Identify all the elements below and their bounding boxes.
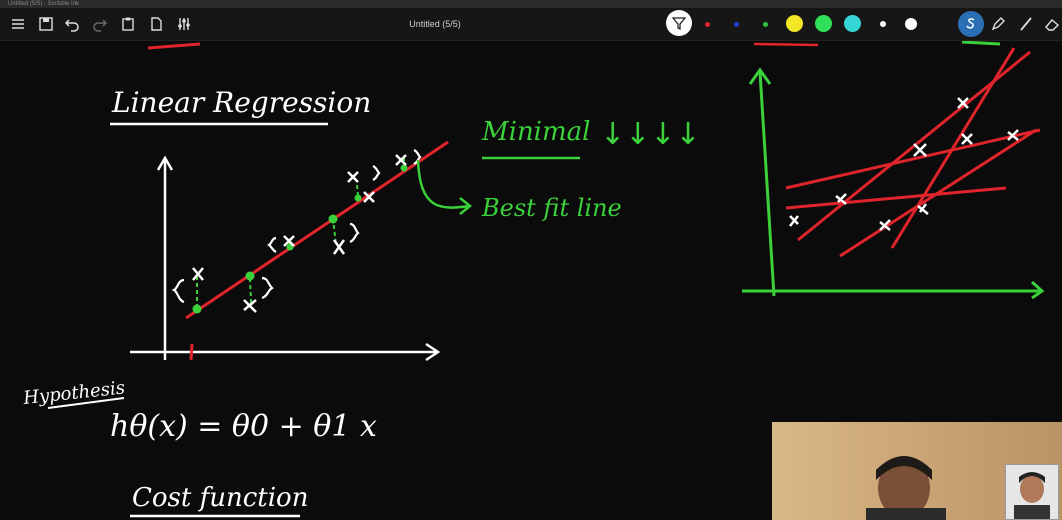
drawing-canvas[interactable]: Linear Regression: [0, 41, 1062, 520]
hypothesis-formula: hθ(x) = θ0 + θ1 x: [110, 409, 377, 444]
linear-regression-title: Linear Regression: [111, 86, 371, 119]
x-axis-origin-tick: [189, 343, 194, 361]
color-yellow-swatch[interactable]: [786, 15, 803, 32]
toolbar: Untitled (5/5): [0, 8, 1062, 41]
pen-s-icon[interactable]: [958, 11, 984, 37]
green-scribble-mark-right: [961, 41, 1001, 46]
undo-icon[interactable]: [62, 14, 82, 34]
page-icon[interactable]: [146, 14, 166, 34]
presenter-video: [866, 456, 946, 520]
candidate-lines: [785, 47, 1041, 258]
menu-icon[interactable]: [8, 14, 28, 34]
color-blue-swatch[interactable]: [734, 22, 739, 27]
color-green-swatch[interactable]: [763, 22, 768, 27]
cost-function-label: Cost function: [132, 483, 308, 513]
minimal-label: Minimal: [481, 117, 590, 147]
document-title: Untitled (5/5): [409, 19, 461, 29]
color-light-green-swatch[interactable]: [815, 15, 832, 32]
right-data-points: [789, 97, 1019, 231]
best-fit-line: [185, 140, 449, 320]
color-white-large-swatch[interactable]: [905, 18, 917, 30]
window-title: Untitled (5/5) - Scribble Ink: [8, 1, 80, 7]
hypothesis-underline: [47, 397, 125, 409]
clipboard-icon[interactable]: [118, 14, 138, 34]
whiteboard-drawing: Linear Regression: [21, 41, 1045, 518]
x-axis-arrow: [425, 342, 441, 362]
line-icon[interactable]: [1016, 14, 1036, 34]
red-scribble-mark-right: [753, 42, 819, 47]
color-red-swatch[interactable]: [705, 22, 710, 27]
redo-icon[interactable]: [90, 14, 110, 34]
filter-icon[interactable]: [666, 10, 692, 36]
best-fit-pointer-arrow: [416, 159, 471, 209]
window-title-strip: Untitled (5/5) - Scribble Ink: [0, 0, 1062, 8]
color-white-small-swatch[interactable]: [880, 21, 886, 27]
sliders-icon[interactable]: [174, 14, 194, 34]
right-y-axis: [758, 71, 776, 297]
color-cyan-swatch[interactable]: [844, 15, 861, 32]
data-points: [192, 154, 407, 313]
secondary-camera: [1005, 464, 1059, 520]
residual-braces: [171, 149, 422, 304]
y-axis-arrow: [156, 155, 174, 171]
best-fit-label: Best fit line: [481, 194, 622, 222]
secondary-presenter: [1014, 472, 1050, 519]
residuals: [196, 158, 405, 308]
down-arrows: ↓↓↓↓: [600, 117, 701, 152]
red-scribble-mark: [147, 42, 201, 50]
save-icon[interactable]: [36, 14, 56, 34]
eraser-icon[interactable]: [1042, 14, 1062, 34]
highlighter-icon[interactable]: [988, 14, 1008, 34]
